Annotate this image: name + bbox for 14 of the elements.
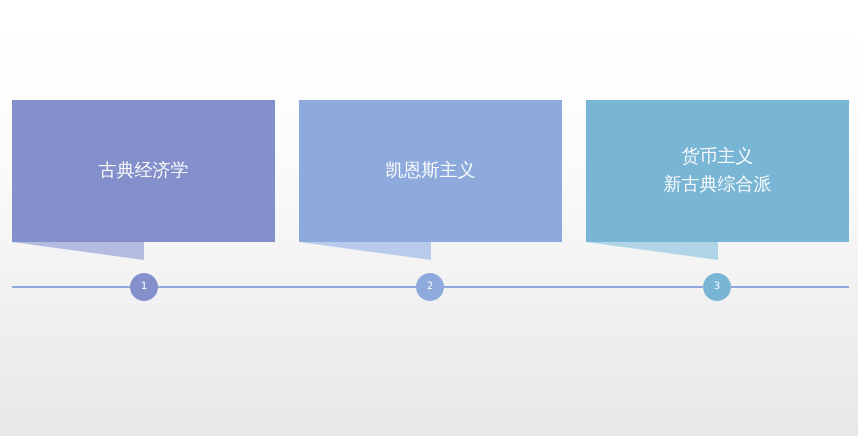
box-title: 货币主义 — [682, 145, 754, 169]
step-number: 3 — [714, 281, 720, 293]
timeline-line — [12, 286, 130, 288]
timeline-marker — [416, 273, 444, 301]
timeline-marker — [703, 273, 731, 301]
step-number: 1 — [140, 281, 148, 293]
timeline-line — [731, 286, 849, 288]
timeline-marker — [130, 273, 158, 301]
box-title: 凯恩斯主义 — [386, 159, 476, 183]
step-number: 2 — [426, 281, 434, 293]
box-title: 新古典综合派 — [664, 173, 772, 197]
box-title: 古典经济学 — [98, 159, 188, 183]
timeline-line — [158, 286, 416, 288]
timeline-line — [444, 286, 703, 288]
